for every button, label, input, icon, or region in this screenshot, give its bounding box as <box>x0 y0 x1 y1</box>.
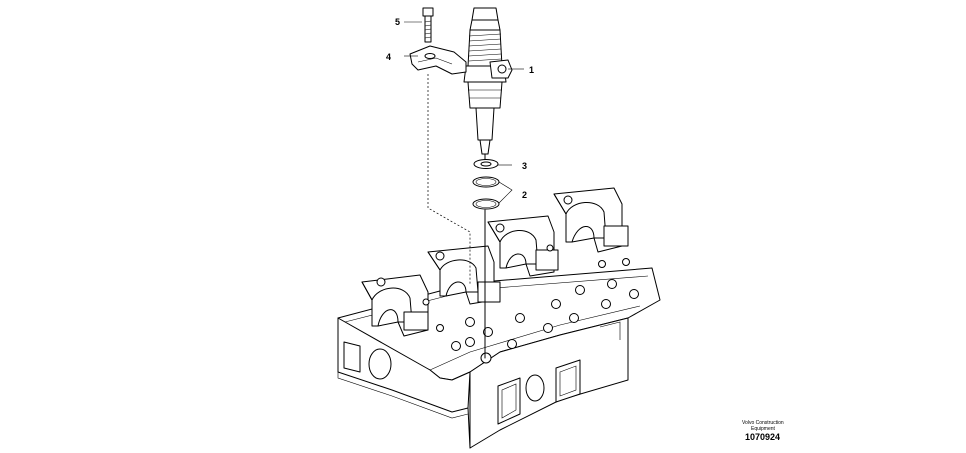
sealing-washer <box>473 159 499 169</box>
brand-line-2: Equipment <box>751 426 776 432</box>
o-rings <box>472 176 500 210</box>
head-bolts <box>436 258 639 364</box>
callout-3: 3 <box>522 161 527 171</box>
injector-clamp <box>409 45 467 75</box>
port-opening <box>343 341 361 373</box>
injector <box>463 7 513 161</box>
callout-4: 4 <box>386 52 391 62</box>
bearing-caps <box>361 187 629 337</box>
callout-2: 2 <box>522 190 527 200</box>
leader-lines <box>404 21 524 204</box>
port-opening <box>525 374 545 402</box>
callout-5: 5 <box>395 17 400 27</box>
clamp-bolt <box>422 7 434 43</box>
part-number: 1070924 <box>745 432 780 442</box>
cylinder-head <box>337 267 661 449</box>
port-opening <box>555 359 581 403</box>
clamp-position-line <box>427 74 471 285</box>
brand-line-1: Volvo Construction <box>742 420 784 426</box>
callout-1: 1 <box>529 65 534 75</box>
port-opening <box>368 348 392 380</box>
